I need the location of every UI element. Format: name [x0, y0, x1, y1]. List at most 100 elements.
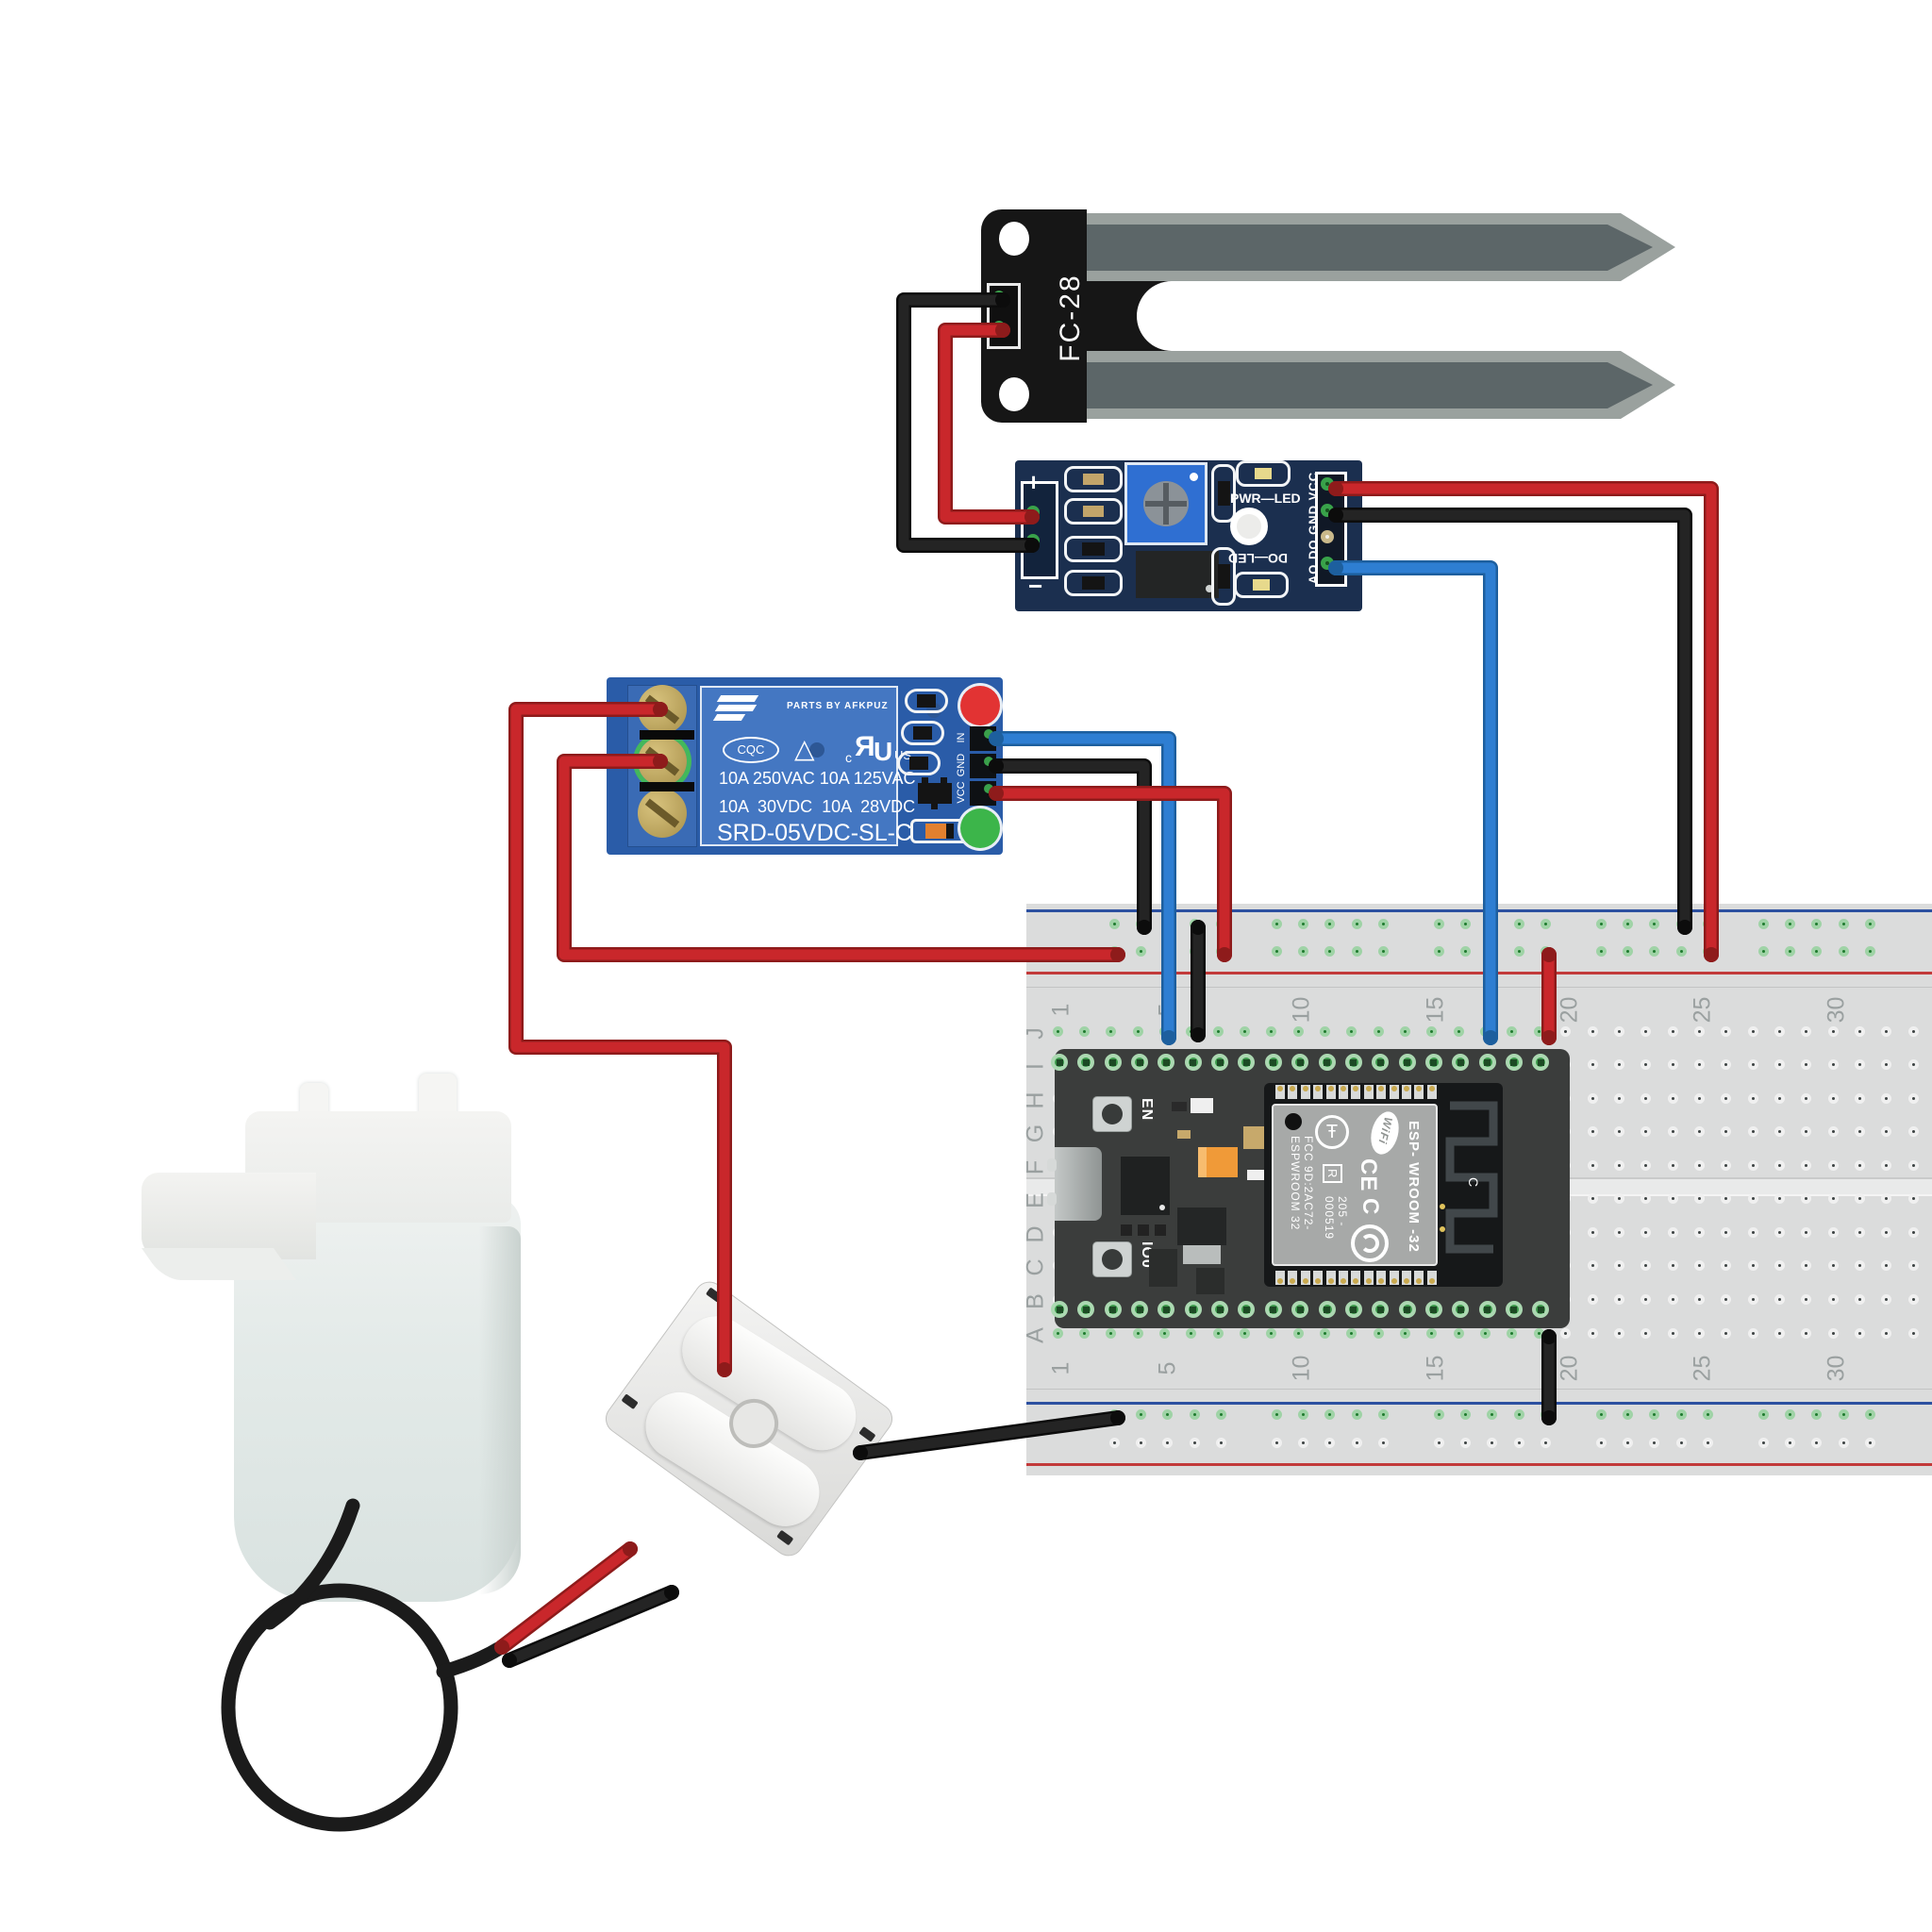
breadboard-hole	[1811, 1437, 1823, 1448]
relay-vcc-pin[interactable]	[984, 784, 993, 793]
esp32-header-pin[interactable]	[1532, 1301, 1550, 1318]
esp32-header-pin[interactable]	[1372, 1054, 1390, 1071]
esp32-header-pin[interactable]	[1158, 1054, 1175, 1071]
esp32-header-pin[interactable]	[1051, 1054, 1068, 1071]
sensor-plus-pin[interactable]	[1026, 506, 1040, 519]
esp32-header-pin[interactable]	[1532, 1054, 1550, 1071]
breadboard-hole	[1757, 1408, 1769, 1420]
relay-transistor	[918, 777, 952, 809]
esp32-header-pin[interactable]	[1424, 1301, 1442, 1318]
esp32-header-pin[interactable]	[1318, 1301, 1336, 1318]
breadboard-hole	[1297, 945, 1308, 957]
pump-red-wire[interactable]	[496, 1543, 636, 1653]
breadboard-hole	[1613, 1259, 1624, 1271]
esp32-header-pin[interactable]	[1452, 1301, 1470, 1318]
esp32-header-pin[interactable]	[1077, 1301, 1095, 1318]
sensor-ao-pin[interactable]	[1321, 557, 1334, 570]
esp32-devkit-board[interactable]: EN IO0 FCC 9D:2AC72-ESPWROOM 32 Ŧ R	[1047, 1049, 1570, 1328]
pump-red-wire[interactable]	[494, 1541, 638, 1655]
esp32-header-pin[interactable]	[1291, 1054, 1309, 1071]
esp32-header-pin[interactable]	[1238, 1301, 1256, 1318]
breadboard-hole	[1855, 1192, 1865, 1204]
breadboard-hole	[1487, 1437, 1498, 1448]
esp32-header-pin[interactable]	[1344, 1301, 1362, 1318]
sensor-vcc-pin[interactable]	[1321, 477, 1334, 491]
esp32-header-pin[interactable]	[1264, 1301, 1282, 1318]
boot-button[interactable]	[1092, 1241, 1132, 1277]
column-number: 10	[1288, 1355, 1315, 1382]
esp32-header-pin[interactable]	[1505, 1301, 1523, 1318]
small-ic	[1196, 1268, 1224, 1294]
breadboard-hole	[1827, 1226, 1839, 1238]
esp32-header-pin[interactable]	[1478, 1301, 1496, 1318]
module-pad	[1325, 1271, 1336, 1285]
pump-red-wire-end[interactable]	[494, 1640, 509, 1655]
esp32-header-pin[interactable]	[1372, 1301, 1390, 1318]
pump-cable-loop[interactable]	[221, 1583, 458, 1832]
pump-black-wire-end[interactable]	[502, 1653, 517, 1668]
breadboard-hole	[1641, 1125, 1652, 1137]
wire-lever-connector[interactable]	[599, 1275, 899, 1562]
esp32-header-pin[interactable]	[1211, 1301, 1229, 1318]
breadboard-hole	[1667, 1025, 1678, 1037]
sensor-vcc-wire[interactable]	[1328, 481, 1719, 962]
esp32-header-pin[interactable]	[1211, 1054, 1229, 1071]
sensor-gnd-wire[interactable]	[1328, 508, 1692, 935]
esp32-header-pin[interactable]	[1077, 1054, 1095, 1071]
breadboard-hole	[1747, 1058, 1758, 1070]
relay-screw-com[interactable]	[638, 685, 687, 734]
relay-screw-nc[interactable]	[638, 789, 687, 838]
esp32-header-pin[interactable]	[1238, 1054, 1256, 1071]
esp32-header-pin[interactable]	[1264, 1054, 1282, 1071]
sensor-vcc-wire[interactable]	[1330, 483, 1717, 960]
relay-module[interactable]: PARTS BY AFKPUZ CQC △ c R U US 10A 250VA…	[607, 677, 1003, 855]
esp32-header-pin[interactable]	[1398, 1054, 1416, 1071]
esp32-header-pin[interactable]	[1051, 1301, 1068, 1318]
pump-red-wire-end[interactable]	[623, 1541, 638, 1557]
esp32-header-pin[interactable]	[1318, 1054, 1336, 1071]
passive	[1138, 1224, 1149, 1236]
breadboard-hole	[1613, 1092, 1624, 1104]
trimpot[interactable]	[1124, 462, 1208, 545]
esp32-header-pin[interactable]	[1505, 1054, 1523, 1071]
esp32-header-pin[interactable]	[1344, 1054, 1362, 1071]
pump-cable[interactable]	[436, 1641, 506, 1679]
esp32-header-pin[interactable]	[1398, 1301, 1416, 1318]
esp32-header-pin[interactable]	[1424, 1054, 1442, 1071]
esp32-header-pin[interactable]	[1104, 1301, 1122, 1318]
probe-pin[interactable]	[993, 291, 1005, 302]
esp32-header-pin[interactable]	[1184, 1301, 1202, 1318]
esp32-header-pin[interactable]	[1184, 1054, 1202, 1071]
relay-in-pin[interactable]	[984, 729, 993, 739]
sensor-gnd-pin[interactable]	[1321, 504, 1334, 517]
en-button[interactable]	[1092, 1096, 1132, 1132]
breadboard-hole	[1721, 1058, 1732, 1070]
pump-black-wire[interactable]	[502, 1585, 679, 1668]
relay-triangle-mark: △	[794, 734, 815, 763]
sensor-minus-pin[interactable]	[1026, 534, 1040, 547]
sensor-do-pin[interactable]	[1321, 530, 1334, 543]
breadboard-hole	[1784, 1408, 1795, 1420]
relay-gnd-pin[interactable]	[984, 757, 993, 766]
esp32-header-pin[interactable]	[1104, 1054, 1122, 1071]
breadboard-hole	[1801, 1092, 1812, 1104]
esp32-header-pin[interactable]	[1291, 1301, 1309, 1318]
probe-pin[interactable]	[993, 321, 1005, 332]
do-led-part	[1234, 572, 1289, 598]
esp32-header-pin[interactable]	[1131, 1301, 1149, 1318]
module-pad	[1363, 1085, 1374, 1099]
pump-black-wire-end[interactable]	[664, 1585, 679, 1600]
esp32-header-pin[interactable]	[1452, 1054, 1470, 1071]
breadboard-hole	[1827, 1192, 1839, 1204]
breadboard-hole	[1907, 1327, 1919, 1339]
esp32-header-pin[interactable]	[1478, 1054, 1496, 1071]
micro-usb-port[interactable]	[1047, 1147, 1102, 1221]
esp32-header-pin[interactable]	[1131, 1054, 1149, 1071]
moisture-sensor-module[interactable]: + − PWR—LED DO—LED AO D	[1015, 460, 1362, 611]
relay-cqc-mark: CQC	[723, 737, 779, 763]
pump-black-wire[interactable]	[504, 1587, 677, 1666]
esp32-header-pin[interactable]	[1158, 1301, 1175, 1318]
relay-screw-no[interactable]	[638, 737, 687, 786]
breadboard-hole	[1487, 918, 1498, 929]
sensor-gnd-wire[interactable]	[1330, 509, 1690, 933]
